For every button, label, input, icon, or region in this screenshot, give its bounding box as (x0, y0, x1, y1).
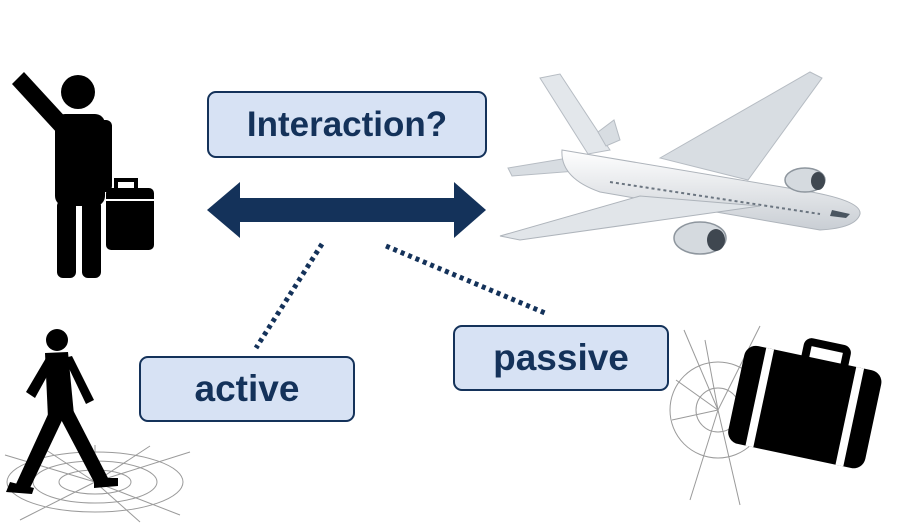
interaction-label: Interaction? (207, 91, 487, 158)
passive-text: passive (493, 337, 629, 378)
active-text: active (194, 368, 300, 409)
double-arrow (207, 182, 486, 238)
active-label: active (139, 356, 355, 422)
cracked-glass-icon (669, 325, 767, 506)
passive-label: passive (453, 325, 669, 391)
interaction-text: Interaction? (246, 104, 448, 144)
